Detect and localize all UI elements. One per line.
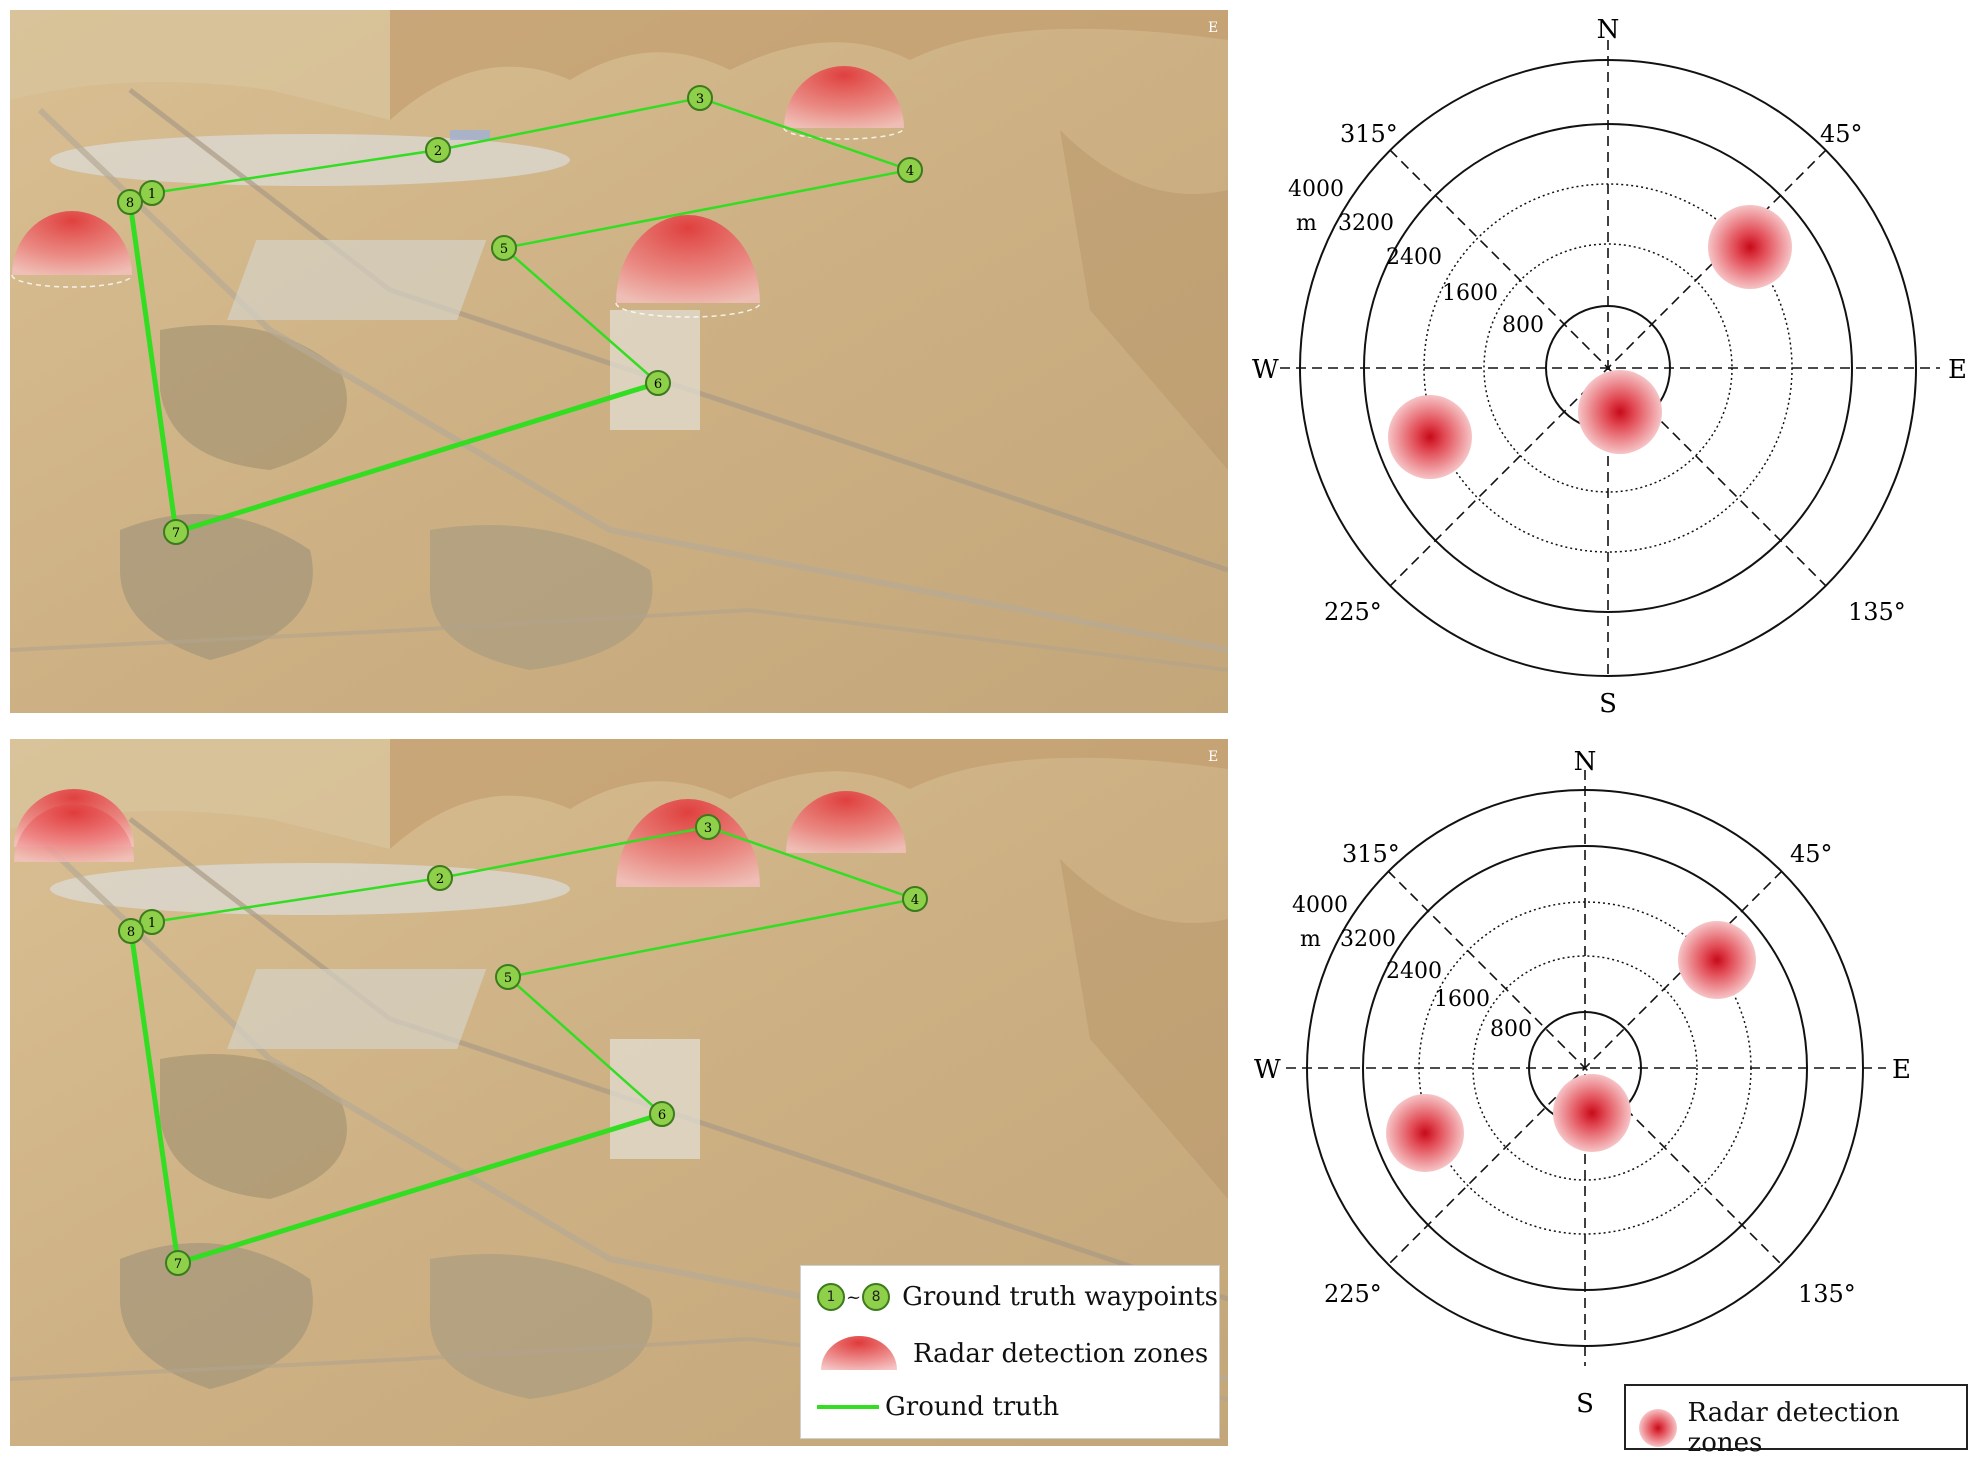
- dir-label-n: N: [1597, 15, 1620, 45]
- svg-text:3: 3: [704, 821, 712, 836]
- range-label-2400: 2400: [1386, 245, 1442, 270]
- range-label-800: 800: [1502, 313, 1544, 338]
- svg-text:5: 5: [504, 971, 512, 986]
- waypoint[interactable]: 2: [427, 865, 453, 891]
- svg-text:5: 5: [500, 242, 508, 257]
- svg-text:1: 1: [148, 916, 156, 931]
- svg-text:3: 3: [696, 92, 704, 107]
- range-label-4000: 4000: [1292, 893, 1348, 918]
- radar-zone: [1386, 1094, 1464, 1172]
- dir-label-w: W: [1254, 1055, 1281, 1085]
- radar-dome: [12, 211, 132, 275]
- axis-diag: [1387, 870, 1783, 1266]
- track-segment: [128, 930, 181, 1264]
- range-unit: m: [1296, 211, 1317, 236]
- dir-label-e: E: [1892, 1055, 1911, 1085]
- radar-zone-icon: [1639, 1409, 1677, 1447]
- polar-legend: Radar detection zones: [1624, 1384, 1968, 1458]
- waypoint[interactable]: 2: [425, 137, 451, 163]
- waypoint-range-separator: ~: [846, 1286, 862, 1308]
- range-unit: m: [1300, 927, 1321, 952]
- svg-text:6: 6: [658, 1108, 666, 1123]
- svg-text:4: 4: [911, 893, 919, 908]
- waypoint[interactable]: 8: [117, 189, 143, 215]
- svg-text:2: 2: [436, 872, 444, 887]
- angle-label-45: 45°: [1790, 840, 1833, 868]
- legend-row-waypoints: 1 ~ 8 Ground truth waypoints: [817, 1282, 1218, 1312]
- range-label-1600: 1600: [1442, 281, 1498, 306]
- range-label-4000: 4000: [1288, 177, 1344, 202]
- waypoint[interactable]: 7: [163, 519, 189, 545]
- svg-text:8: 8: [127, 925, 135, 940]
- angle-label-135: 135°: [1798, 1280, 1856, 1308]
- radar-zone: [1578, 370, 1662, 454]
- waypoint[interactable]: 4: [902, 886, 928, 912]
- waypoint[interactable]: 3: [695, 814, 721, 840]
- dir-label-s: S: [1576, 1389, 1594, 1419]
- angle-label-45: 45°: [1820, 120, 1863, 148]
- radar-dome: [616, 215, 760, 303]
- terrain-map-top: 1 2 3 4 5 6 7 8 E: [10, 10, 1228, 713]
- legend-label-track: Ground truth: [885, 1392, 1060, 1422]
- radar-zone: [1553, 1074, 1631, 1152]
- dir-label-n: N: [1574, 747, 1597, 777]
- range-label-3200: 3200: [1340, 927, 1396, 952]
- waypoint[interactable]: 4: [897, 157, 923, 183]
- legend-row-radar-zone: Radar detection zones: [1636, 1398, 1966, 1458]
- track-segment: [177, 1111, 663, 1266]
- waypoint-badge-end: 8: [862, 1283, 891, 1311]
- range-label-800: 800: [1490, 1017, 1532, 1042]
- waypoint[interactable]: 8: [118, 918, 144, 944]
- angle-label-315: 315°: [1340, 120, 1398, 148]
- legend-row-track: Ground truth: [817, 1392, 1059, 1422]
- angle-label-135: 135°: [1848, 598, 1906, 626]
- legend-label-waypoints: Ground truth waypoints: [902, 1282, 1219, 1312]
- legend-row-radar: Radar detection zones: [817, 1334, 1208, 1374]
- legend-label-radar: Radar detection zones: [913, 1339, 1209, 1369]
- waypoint[interactable]: 6: [645, 370, 671, 396]
- track-segment: [127, 201, 179, 533]
- svg-text:8: 8: [126, 196, 134, 211]
- map-panel-top: 1 2 3 4 5 6 7 8 E: [10, 10, 1228, 713]
- radar-dome: [14, 804, 134, 862]
- svg-text:1: 1: [148, 187, 156, 202]
- range-label-1600: 1600: [1434, 987, 1490, 1012]
- range-label-2400: 2400: [1386, 959, 1442, 984]
- radar-zone: [1678, 921, 1756, 999]
- radar-dome: [616, 799, 760, 887]
- compass-corner-label: E: [1208, 749, 1218, 765]
- angle-label-225: 225°: [1324, 598, 1382, 626]
- polar-plot-top: N S E W 315° 45° 225° 135° 4000 m 3200 2…: [1240, 0, 1971, 730]
- angle-label-315: 315°: [1342, 840, 1400, 868]
- dir-label-e: E: [1948, 355, 1967, 385]
- radar-dome: [786, 791, 906, 853]
- polar-plot-bottom: N S E W 315° 45° 225° 135° 4000 m 3200 2…: [1240, 730, 1971, 1465]
- waypoint[interactable]: 6: [649, 1101, 675, 1127]
- svg-text:2: 2: [434, 144, 442, 159]
- svg-text:7: 7: [174, 1257, 182, 1272]
- range-label-3200: 3200: [1338, 211, 1394, 236]
- track-line-icon: [817, 1405, 879, 1409]
- waypoint-badge-start: 1: [817, 1283, 845, 1311]
- radar-zone: [1388, 395, 1472, 479]
- dir-label-s: S: [1599, 689, 1617, 719]
- svg-text:4: 4: [906, 164, 914, 179]
- waypoint[interactable]: 7: [165, 1250, 191, 1276]
- radar-zone: [1708, 205, 1792, 289]
- track-segment: [175, 380, 659, 535]
- svg-text:6: 6: [654, 377, 662, 392]
- angle-label-225: 225°: [1324, 1280, 1382, 1308]
- svg-text:7: 7: [172, 526, 180, 541]
- waypoint[interactable]: 3: [687, 85, 713, 111]
- map-legend: 1 ~ 8 Ground truth waypoints Radar detec…: [800, 1265, 1220, 1439]
- waypoint[interactable]: 5: [495, 964, 521, 990]
- dir-label-w: W: [1252, 355, 1279, 385]
- waypoint[interactable]: 1: [139, 180, 165, 206]
- waypoint[interactable]: 5: [491, 235, 517, 261]
- compass-corner-label: E: [1208, 20, 1218, 36]
- radar-dome-icon: [821, 1336, 897, 1370]
- radar-dome: [784, 66, 904, 128]
- legend-label-radar-zone: Radar detection zones: [1687, 1398, 1900, 1458]
